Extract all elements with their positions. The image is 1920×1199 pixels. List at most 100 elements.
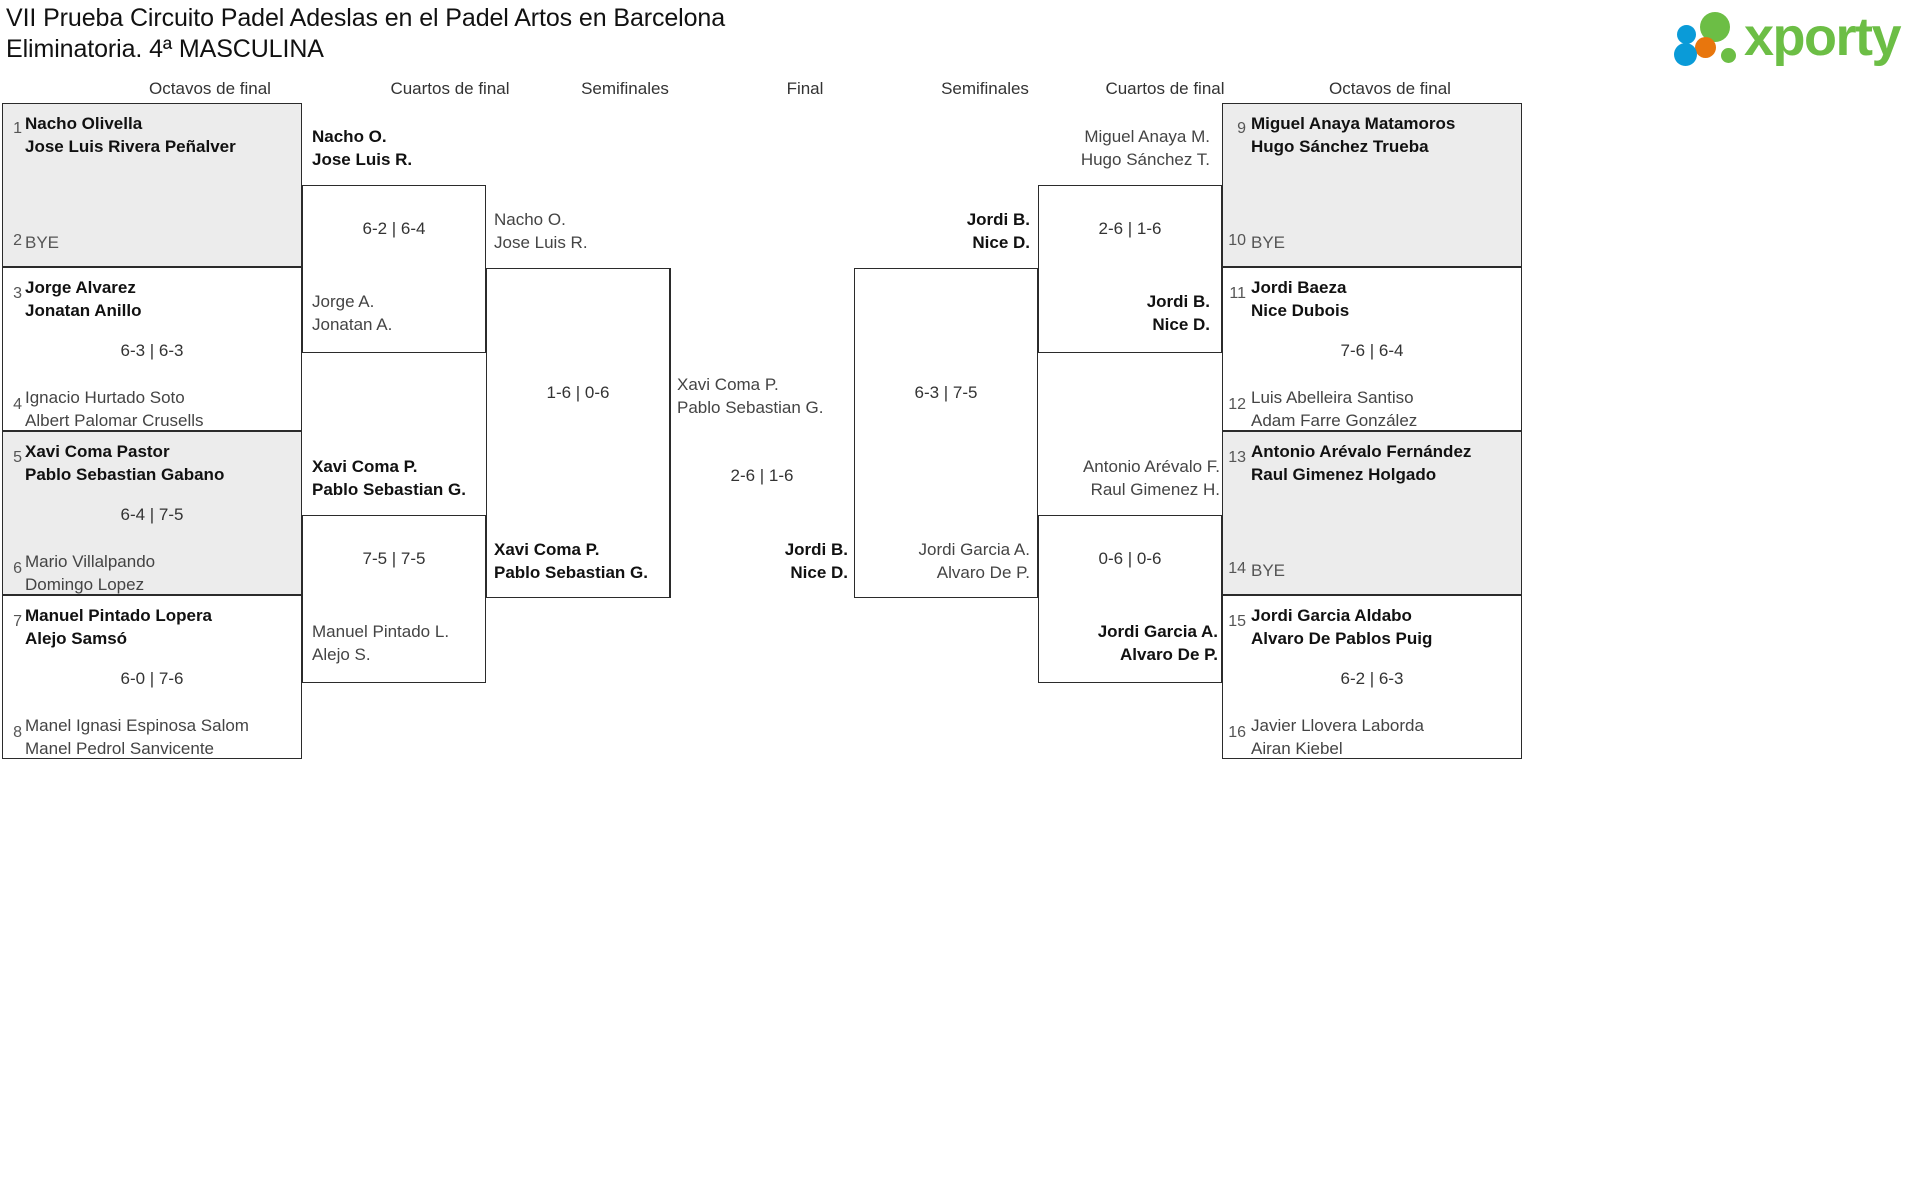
player-name: Jose Luis R. <box>494 233 588 252</box>
advancer-lq1-bottom: Jorge A. Jonatan A. <box>312 290 392 336</box>
player-name: BYE <box>1251 561 1286 580</box>
round-header-right-cuartos: Cuartos de final <box>1105 79 1225 98</box>
advancer-ls-top: Nacho O. Jose Luis R. <box>494 208 588 254</box>
seed-number-14: 14 <box>1228 560 1246 577</box>
round-header-right-octavos: Octavos de final <box>1329 79 1451 98</box>
player-name: Pablo Sebastian G. <box>677 398 824 417</box>
player-entry-8: Manel Ignasi Espinosa Salom Manel Pedrol… <box>25 714 249 760</box>
player-name: Albert Palomar Crusells <box>25 411 204 430</box>
match-box-l2[interactable] <box>2 267 302 431</box>
match-box-r1[interactable] <box>1222 103 1522 267</box>
player-entry-14: BYE <box>1251 559 1285 582</box>
player-entry-13: Antonio Arévalo Fernández Raul Gimenez H… <box>1251 440 1471 486</box>
round-header-final: Final <box>786 79 824 98</box>
player-name: Jose Luis Rivera Peñalver <box>25 137 236 156</box>
round-header-left-cuartos: Cuartos de final <box>390 79 510 98</box>
match-score-lq2: 7-5 | 7-5 <box>362 549 426 568</box>
match-box-rq2[interactable] <box>1038 515 1222 683</box>
finalist-left: Xavi Coma P. Pablo Sebastian G. <box>677 373 823 419</box>
player-entry-4: Ignacio Hurtado Soto Albert Palomar Crus… <box>25 386 204 432</box>
player-name: Airan Kiebel <box>1251 739 1343 758</box>
final-divider-left <box>670 268 671 598</box>
advancer-lq2-top: Xavi Coma P. Pablo Sebastian G. <box>312 455 466 501</box>
seed-number-4: 4 <box>13 396 22 413</box>
player-name: Antonio Arévalo Fernández <box>1251 442 1472 461</box>
player-name: Jordi B. <box>1146 292 1210 311</box>
seed-number-1: 1 <box>13 120 22 137</box>
player-name: Jordi B. <box>966 210 1030 229</box>
player-name: Pablo Sebastian Gabano <box>25 465 225 484</box>
advancer-lq1-top: Nacho O. Jose Luis R. <box>312 125 412 171</box>
match-box-ls1[interactable] <box>486 268 670 598</box>
match-box-lq1[interactable] <box>302 185 486 353</box>
advancer-rq1-top: Miguel Anaya M. Hugo Sánchez T. <box>1050 125 1210 171</box>
player-name: Jonatan A. <box>312 315 393 334</box>
match-box-lq2[interactable] <box>302 515 486 683</box>
player-name: Jonatan Anillo <box>25 301 142 320</box>
player-name: Xavi Coma P. <box>312 457 418 476</box>
player-entry-16: Javier Llovera Laborda Airan Kiebel <box>1251 714 1424 760</box>
player-name: Alejo S. <box>312 645 371 664</box>
page-title: VII Prueba Circuito Padel Adeslas en el … <box>6 3 1106 65</box>
player-name: Nacho Olivella <box>25 114 143 133</box>
player-name: Antonio Arévalo F. <box>1082 457 1220 476</box>
match-score-r2: 7-6 | 6-4 <box>1340 341 1404 360</box>
player-entry-5: Xavi Coma Pastor Pablo Sebastian Gabano <box>25 440 224 486</box>
seed-number-9: 9 <box>1237 120 1246 137</box>
seed-number-6: 6 <box>13 560 22 577</box>
player-name: BYE <box>25 233 60 252</box>
player-name: Nice Dubois <box>1251 301 1350 320</box>
match-score-rq1: 2-6 | 1-6 <box>1098 219 1162 238</box>
seed-number-11: 11 <box>1229 285 1246 302</box>
player-name: Nice D. <box>1152 315 1210 334</box>
player-entry-9: Miguel Anaya Matamoros Hugo Sánchez True… <box>1251 112 1455 158</box>
player-name: Nice D. <box>790 563 848 582</box>
advancer-ls-bottom: Xavi Coma P. Pablo Sebastian G. <box>494 538 648 584</box>
player-name: Xavi Coma P. <box>494 540 600 559</box>
seed-number-3: 3 <box>13 285 22 302</box>
match-box-r4[interactable] <box>1222 595 1522 759</box>
round-header-right-semis: Semifinales <box>941 79 1029 98</box>
seed-number-7: 7 <box>13 613 22 630</box>
title-line-1: VII Prueba Circuito Padel Adeslas en el … <box>6 4 726 32</box>
player-name: Nacho O. <box>312 127 387 146</box>
match-box-l1[interactable] <box>2 103 302 267</box>
player-name: Alvaro De P. <box>936 563 1030 582</box>
player-name: Jordi Garcia A. <box>1097 622 1218 641</box>
player-entry-6: Mario Villalpando Domingo Lopez <box>25 550 155 596</box>
player-name: Hugo Sánchez Trueba <box>1251 137 1429 156</box>
match-box-r3[interactable] <box>1222 431 1522 595</box>
match-box-rq1[interactable] <box>1038 185 1222 353</box>
logo-wordmark: xporty <box>1743 7 1902 67</box>
match-score-lq1: 6-2 | 6-4 <box>362 219 426 238</box>
player-name: Hugo Sánchez T. <box>1080 150 1210 169</box>
seed-number-13: 13 <box>1228 449 1246 466</box>
player-entry-1: Nacho Olivella Jose Luis Rivera Peñalver <box>25 112 236 158</box>
player-name: Miguel Anaya M. <box>1084 127 1210 146</box>
match-box-l3[interactable] <box>2 431 302 595</box>
player-name: Jose Luis R. <box>312 150 413 169</box>
match-score-r4: 6-2 | 6-3 <box>1340 669 1404 688</box>
player-entry-11: Jordi Baeza Nice Dubois <box>1251 276 1349 322</box>
player-entry-12: Luis Abelleira Santiso Adam Farre Gonzál… <box>1251 386 1417 432</box>
match-box-l4[interactable] <box>2 595 302 759</box>
match-score-l2: 6-3 | 6-3 <box>120 341 184 360</box>
match-score-l3: 6-4 | 7-5 <box>120 505 184 524</box>
player-entry-2: BYE <box>25 231 59 254</box>
player-name: Xavi Coma Pastor <box>25 442 170 461</box>
player-name: Raul Gimenez H. <box>1090 480 1220 499</box>
match-box-r2[interactable] <box>1222 267 1522 431</box>
match-box-rs1[interactable] <box>854 268 1038 598</box>
xporty-logo: xporty <box>1673 6 1902 68</box>
match-score-rs: 6-3 | 7-5 <box>914 383 978 402</box>
match-score-rq2: 0-6 | 0-6 <box>1098 549 1162 568</box>
logo-dot-green-small-icon <box>1720 48 1736 63</box>
player-name: Xavi Coma P. <box>677 375 779 394</box>
round-header-left-semis: Semifinales <box>581 79 669 98</box>
player-name: Jorge A. <box>312 292 375 311</box>
player-name: Manuel Pintado L. <box>312 622 450 641</box>
player-name: Raul Gimenez Holgado <box>1251 465 1437 484</box>
player-name: Mario Villalpando <box>25 552 156 571</box>
player-name: Pablo Sebastian G. <box>312 480 466 499</box>
